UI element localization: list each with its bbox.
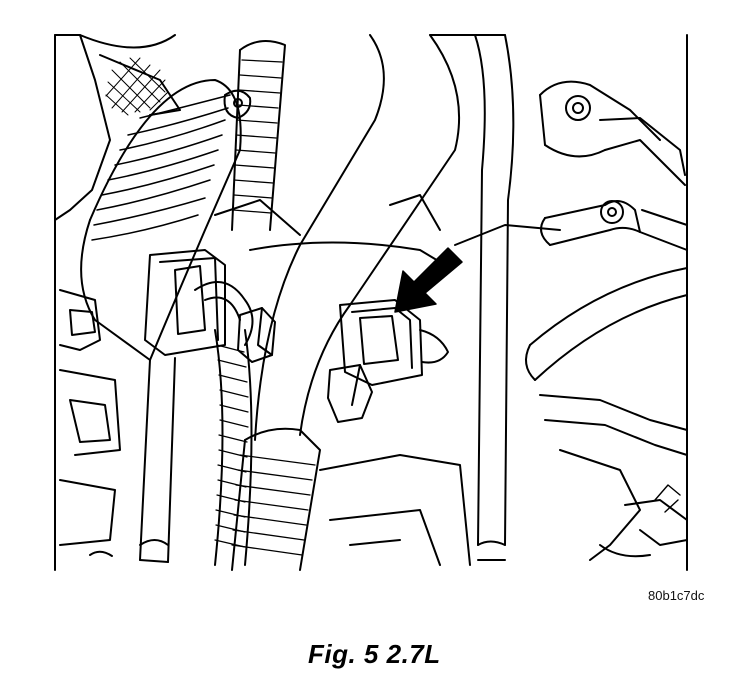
connector-left [144, 249, 254, 356]
target-connector [339, 299, 449, 386]
diagonal-pipe [540, 200, 688, 251]
figure-reference-code: 80b1c7dc [648, 588, 705, 603]
wire-loom-bottom [231, 427, 321, 571]
arrow-pointer-icon [394, 247, 463, 313]
lower-left-block [59, 289, 121, 557]
hex-nut [237, 307, 276, 363]
sensor-fitting [327, 364, 373, 423]
wire-vertical-left [139, 357, 176, 563]
engine-block-right [539, 394, 688, 561]
main-hose [254, 34, 506, 441]
upper-right-fittings [539, 80, 686, 186]
curved-hose-right [525, 267, 688, 381]
right-pipe [474, 34, 515, 561]
wire-loom-vertical [231, 40, 286, 231]
figure-caption: Fig. 5 2.7L [308, 639, 441, 669]
braided-cable [214, 329, 253, 566]
hatched-area [105, 57, 169, 116]
